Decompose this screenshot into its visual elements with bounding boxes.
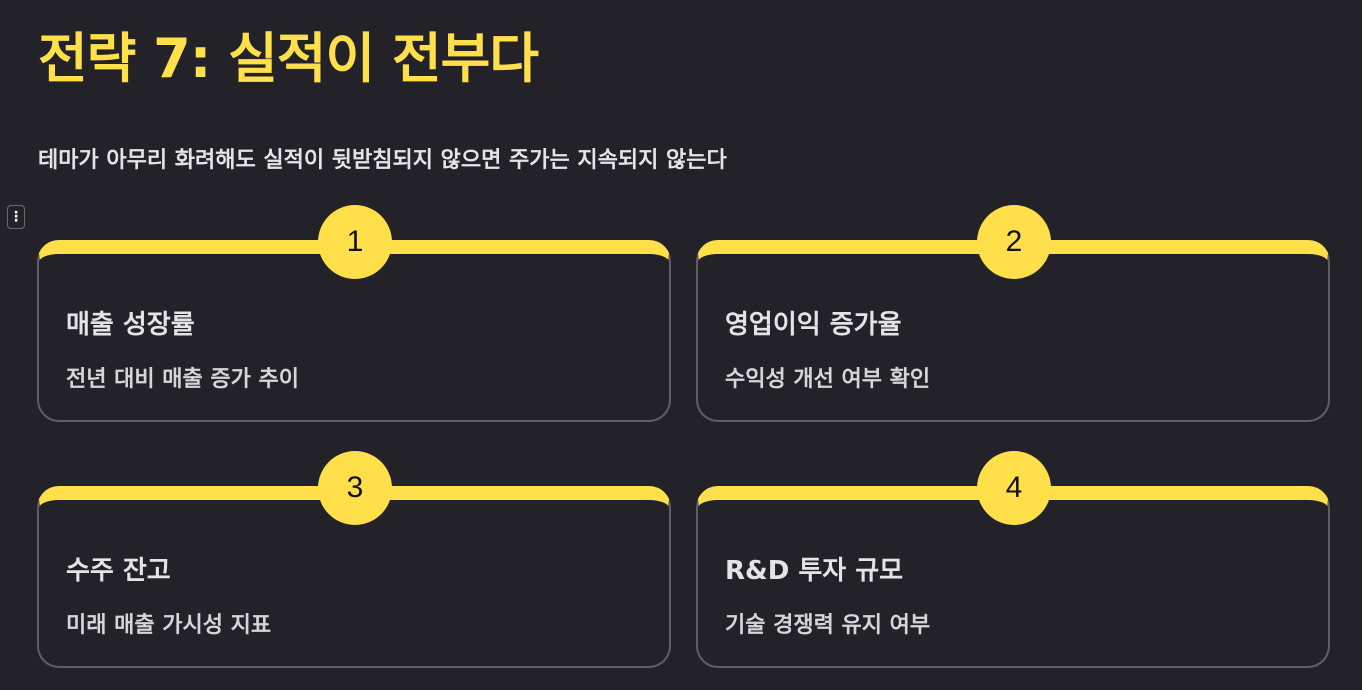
vertical-ellipsis-icon[interactable]: ⋮ bbox=[7, 205, 25, 229]
card-title: 매출 성장률 bbox=[66, 310, 195, 340]
card-number-badge: 3 bbox=[318, 451, 392, 525]
strategy-card-4: 4 R&D 투자 규모 기술 경쟁력 유지 여부 bbox=[696, 451, 1330, 668]
card-title: R&D 투자 규모 bbox=[725, 556, 904, 586]
page-subtitle: 테마가 아무리 화려해도 실적이 뒷받침되지 않으면 주가는 지속되지 않는다 bbox=[38, 148, 727, 173]
card-title: 수주 잔고 bbox=[66, 556, 171, 586]
strategy-card-3: 3 수주 잔고 미래 매출 가시성 지표 bbox=[37, 451, 671, 668]
strategy-card-2: 2 영업이익 증가율 수익성 개선 여부 확인 bbox=[696, 205, 1330, 422]
card-title: 영업이익 증가율 bbox=[725, 310, 902, 340]
page-title: 전략 7: 실적이 전부다 bbox=[38, 27, 539, 90]
card-description: 수익성 개선 여부 확인 bbox=[725, 367, 931, 392]
card-number-badge: 4 bbox=[977, 451, 1051, 525]
strategy-card-1: 1 매출 성장률 전년 대비 매출 증가 추이 bbox=[37, 205, 671, 422]
card-description: 전년 대비 매출 증가 추이 bbox=[66, 367, 300, 392]
card-description: 미래 매출 가시성 지표 bbox=[66, 613, 272, 638]
card-description: 기술 경쟁력 유지 여부 bbox=[725, 613, 931, 638]
card-number-badge: 2 bbox=[977, 205, 1051, 279]
card-number-badge: 1 bbox=[318, 205, 392, 279]
